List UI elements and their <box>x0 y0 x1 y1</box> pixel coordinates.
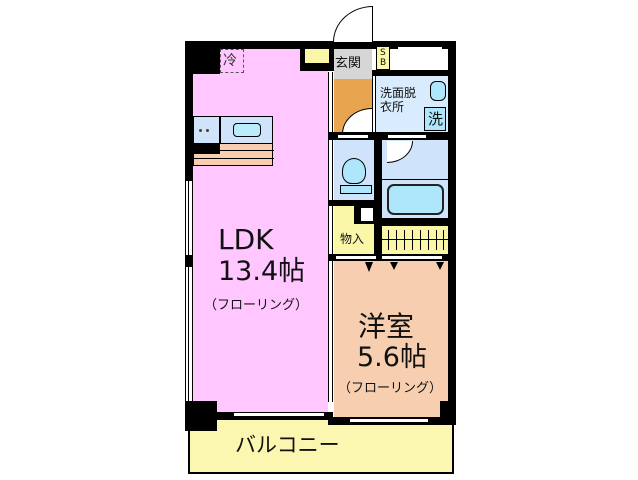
genkan-label: 玄関 <box>335 56 362 71</box>
ldk-name: LDK <box>218 223 274 256</box>
hanger-mark <box>365 262 373 272</box>
yoshitsu-name: 洋室 <box>358 310 415 343</box>
kitchen-wall <box>193 144 220 154</box>
pillar-bottom-left-over <box>185 401 217 431</box>
room-ldk <box>193 49 328 412</box>
wall-bath-bottom <box>374 218 456 226</box>
toilet-icon <box>342 158 366 184</box>
yoshitsu-flooring: （フローリング） <box>338 381 443 396</box>
washroom-label-2: 衣所 <box>380 100 405 114</box>
entry-door[interactable] <box>333 6 373 42</box>
sink-icon <box>233 123 261 137</box>
toilet-door[interactable] <box>338 134 368 139</box>
outer-wall-right <box>448 41 456 411</box>
yoshitsu-size: 5.6帖 <box>357 342 427 373</box>
washer-label: 洗 <box>428 110 444 128</box>
shoe-box: S B <box>376 46 390 70</box>
wall-under-sb <box>372 70 456 76</box>
corner-block-top-left <box>185 41 220 74</box>
pillar-bottom-right-over <box>440 401 456 425</box>
white-cutout <box>361 208 373 221</box>
room-yoshitsu <box>334 261 448 417</box>
burner-icon <box>206 129 209 132</box>
ldk-hall-partition <box>328 72 333 402</box>
wall-toilet-bottom <box>328 200 374 206</box>
burner-icon <box>199 129 202 132</box>
storage-label: 物入 <box>340 232 365 246</box>
closet-door-2[interactable] <box>382 255 442 260</box>
kitchen-counter <box>193 116 274 166</box>
window-yoshitsu-balcony-over[interactable] <box>350 418 428 423</box>
ldk-size: 13.4帖 <box>218 256 306 287</box>
bathtub-icon <box>387 184 444 215</box>
washing-machine: 洗 <box>424 107 446 131</box>
toilet-tank <box>340 185 372 194</box>
fridge-label: 冷 <box>223 53 237 69</box>
washbasin-icon <box>430 81 446 101</box>
outer-wall-top-right <box>330 41 456 49</box>
washroom-label-1: 洗面脱 <box>380 86 417 100</box>
hanger-mark <box>436 262 444 270</box>
toilet-bath-wall <box>374 140 382 222</box>
white-space-top-right <box>398 47 442 69</box>
bath-door[interactable] <box>388 134 426 139</box>
sb-line1: S <box>380 48 386 58</box>
window-ldk-balcony[interactable] <box>234 412 324 417</box>
fridge-space: 冷 <box>220 49 244 73</box>
ldk-flooring: （フローリング） <box>204 298 309 313</box>
hanger-mark <box>390 262 398 270</box>
closet-door-1[interactable] <box>336 255 376 260</box>
outer-wall-left-lower <box>185 255 193 267</box>
outer-wall-left <box>185 41 193 181</box>
balcony <box>188 418 454 474</box>
hall-wash-partition <box>372 76 376 134</box>
window-left-ldk[interactable] <box>185 181 193 401</box>
room-genkan <box>334 49 372 79</box>
outer-wall-top-left <box>185 41 335 49</box>
sb-line2: B <box>380 58 387 68</box>
storage-wall-right <box>374 222 382 256</box>
closet <box>382 226 448 254</box>
shoe-closet <box>305 49 329 63</box>
balcony-label: バルコニー <box>235 433 340 457</box>
